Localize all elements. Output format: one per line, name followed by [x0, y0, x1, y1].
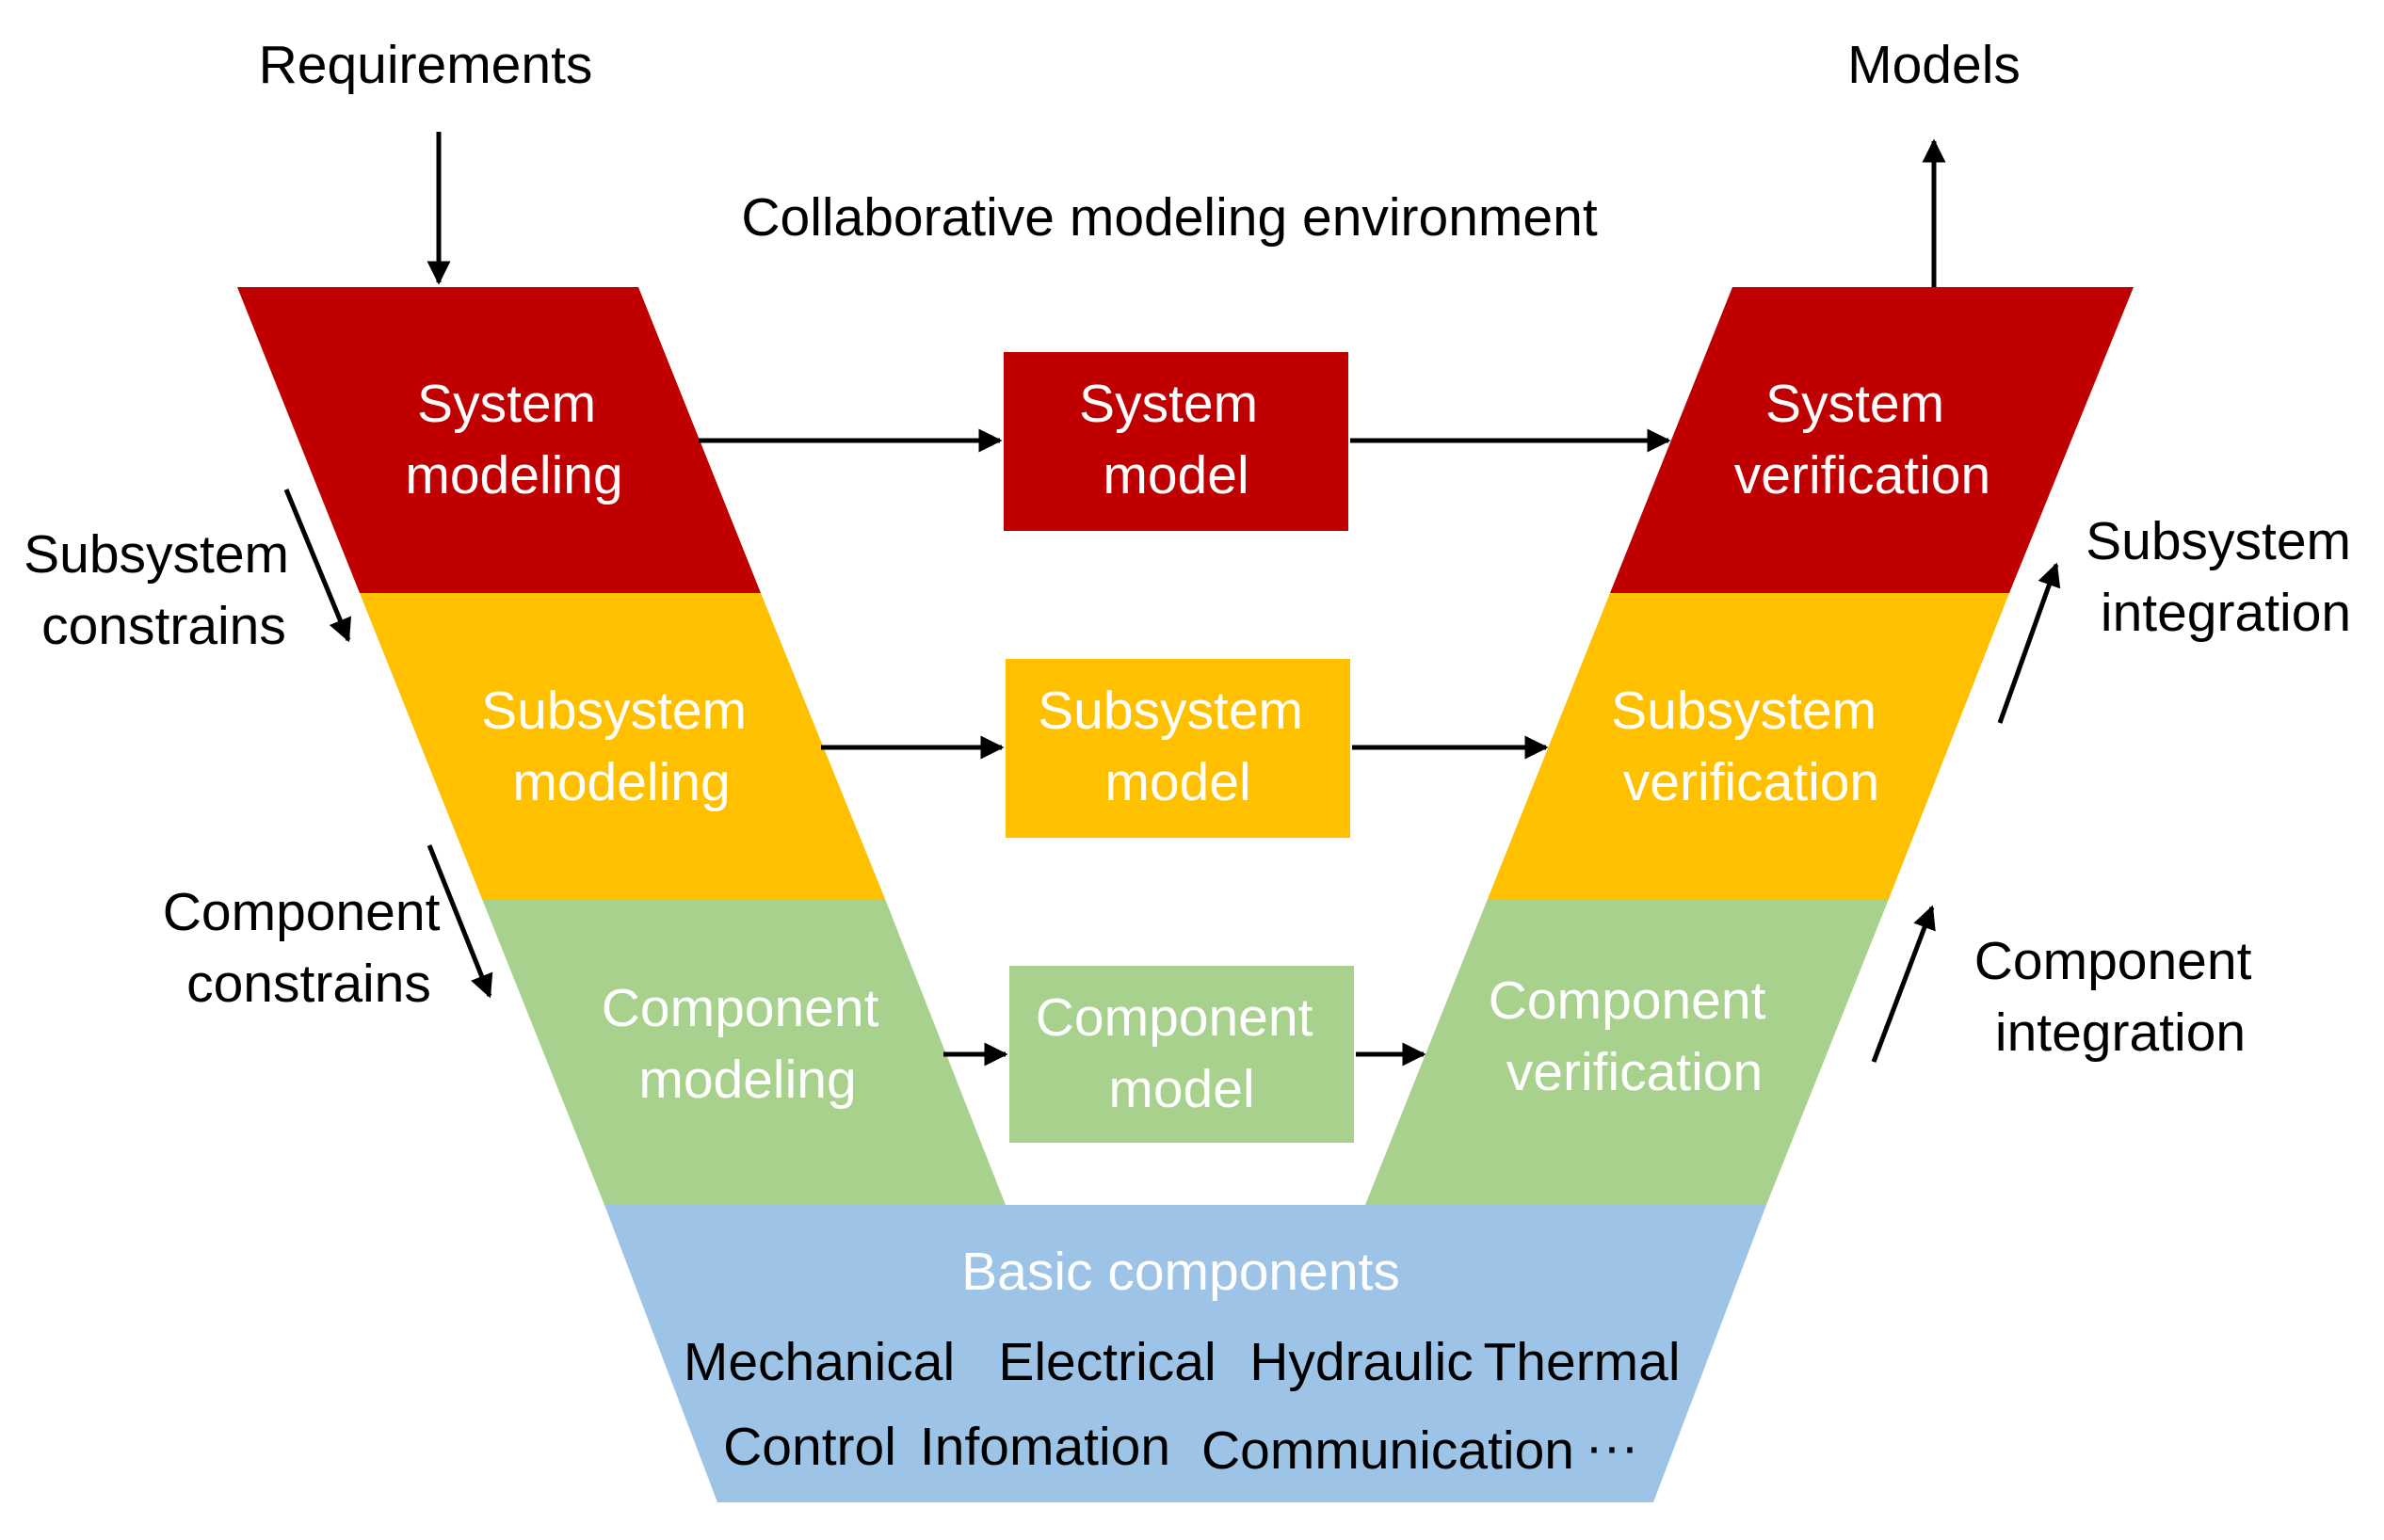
component-model-box: [1009, 966, 1354, 1143]
arrow-subsystem-constrains: [283, 489, 351, 643]
system-model-label: System model: [1079, 374, 1273, 505]
subsystem-verification-band: [1488, 593, 2009, 899]
subsystem-model-label: Subsystem model: [1038, 681, 1318, 812]
basic-mechanical: Mechanical: [684, 1332, 955, 1392]
basic-ellipsis: ···: [1586, 1417, 1639, 1477]
environment-label: Collaborative modeling environment: [741, 187, 1597, 248]
component-verification-band: [1365, 899, 1889, 1205]
component-modeling-label: Component modeling: [602, 978, 894, 1110]
basic-components-title: Basic components: [961, 1242, 1400, 1302]
component-modeling-band: [482, 899, 1006, 1205]
arrow-component-constrains: [427, 844, 493, 999]
basic-control: Control: [723, 1417, 896, 1477]
component-model-label: Component model: [1036, 987, 1329, 1119]
basic-components-band: [604, 1205, 1766, 1502]
subsystem-verification-label: Subsystem verification: [1611, 681, 1892, 812]
basic-hydraulic: Hydraulic: [1249, 1332, 1474, 1392]
basic-communication: Communication: [1201, 1420, 1574, 1481]
basic-infomation: Infomation: [920, 1417, 1170, 1477]
system-verification-label: System verification: [1734, 374, 1990, 505]
subsystem-constrains-label: Subsystem constrains: [24, 524, 304, 656]
basic-electrical: Electrical: [998, 1332, 1216, 1392]
arrow-subsystem-integration: [1997, 562, 2061, 724]
models-label: Models: [1847, 35, 2021, 95]
subsystem-modeling-band: [360, 593, 885, 899]
subsystem-model-box: [1006, 659, 1350, 838]
component-verification-label: Component verification: [1489, 971, 1781, 1102]
system-modeling-label: System modeling: [405, 374, 622, 505]
basic-thermal: Thermal: [1483, 1332, 1680, 1392]
system-verification-band: [1610, 287, 2134, 593]
arrow-component-integration: [1871, 905, 1936, 1063]
system-modeling-band: [237, 287, 761, 593]
subsystem-integration-label: Subsystem integration: [2086, 511, 2366, 643]
requirements-label: Requirements: [259, 35, 593, 95]
component-integration-label: Component integration: [1974, 931, 2267, 1063]
system-model-box: [1004, 352, 1348, 531]
subsystem-modeling-label: Subsystem modeling: [481, 681, 762, 812]
component-constrains-label: Component constrains: [163, 882, 456, 1014]
